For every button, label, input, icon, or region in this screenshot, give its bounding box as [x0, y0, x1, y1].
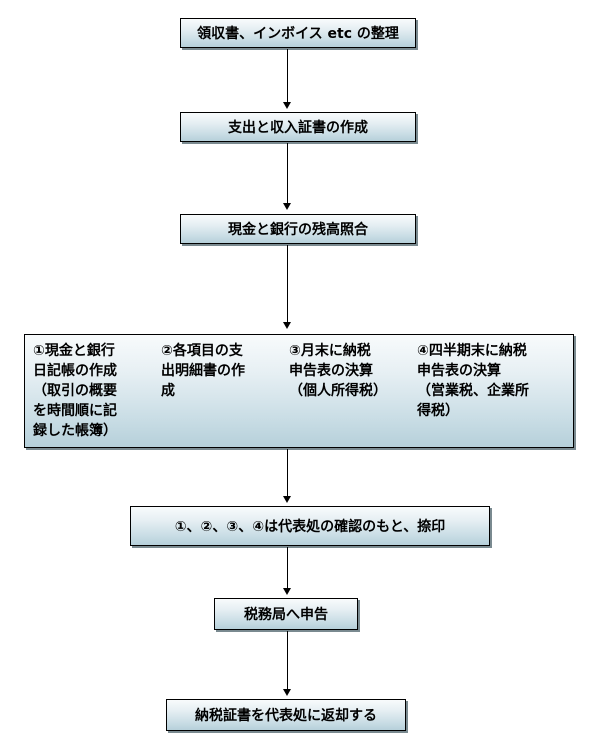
task-1-line-2: 日記帳の作成: [33, 363, 117, 379]
step-box-5: ①、②、③、④は代表処の確認のもと、捺印: [130, 506, 490, 546]
task-4-line-2: 申告表の決算: [417, 363, 501, 379]
connector-5-6: [287, 547, 288, 588]
task-3-text: ③月末に納税 申告表の決算 （個人所得税）: [289, 341, 407, 401]
step-box-3: 現金と銀行の残高照合: [180, 214, 416, 244]
task-2-line-3: 成: [161, 383, 175, 399]
arrowhead-1-2: [283, 102, 291, 109]
step-box-2: 支出と収入証書の作成: [180, 112, 416, 142]
step-box-7: 納税証書を代表処に返却する: [166, 699, 406, 731]
step-box-6: 税務局へ申告: [214, 598, 358, 630]
task-3-line-3: （個人所得税）: [289, 383, 387, 399]
step-box-1: 領収書、インボイス etc の整理: [180, 18, 416, 48]
connector-6-7: [287, 631, 288, 689]
task-4-text: ④四半期末に納税 申告表の決算 （営業税、企業所 得税）: [417, 341, 567, 421]
arrowhead-4-5: [283, 496, 291, 503]
connector-3-4: [287, 245, 288, 323]
arrowhead-6-7: [283, 689, 291, 696]
task-1-line-1: ①現金と銀行: [33, 343, 115, 359]
step-label-1: 領収書、インボイス etc の整理: [197, 26, 399, 42]
arrowhead-2-3: [283, 203, 291, 210]
step-label-5: ①、②、③、④は代表処の確認のもと、捺印: [174, 519, 446, 535]
task-3-line-1: ③月末に納税: [289, 343, 371, 359]
task-4-line-3: （営業税、企業所: [417, 383, 529, 399]
step-label-2: 支出と収入証書の作成: [228, 120, 368, 136]
step-box-4: ①現金と銀行 日記帳の作成 （取引の概要 を時間順に記 録した帳簿） ②各項目の…: [24, 334, 574, 448]
task-4-line-4: 得税）: [417, 403, 459, 419]
task-3-line-2: 申告表の決算: [289, 363, 373, 379]
step-label-3: 現金と銀行の残高照合: [228, 222, 368, 238]
task-4-line-1: ④四半期末に納税: [417, 343, 527, 359]
step-label-6: 税務局へ申告: [244, 607, 328, 623]
task-1-text: ①現金と銀行 日記帳の作成 （取引の概要 を時間順に記 録した帳簿）: [33, 341, 149, 441]
task-1-line-5: 録した帳簿）: [33, 423, 117, 439]
connector-2-3: [287, 143, 288, 203]
connector-1-2: [287, 49, 288, 102]
task-1-line-4: を時間順に記: [33, 403, 117, 419]
arrowhead-3-4: [283, 322, 291, 329]
task-2-line-2: 出明細書の作: [161, 363, 245, 379]
task-2-text: ②各項目の支 出明細書の作 成: [161, 341, 277, 401]
step-label-7: 納税証書を代表処に返却する: [195, 708, 377, 724]
task-1-line-3: （取引の概要: [33, 383, 117, 399]
arrowhead-5-6: [283, 588, 291, 595]
task-2-line-1: ②各項目の支: [161, 343, 243, 359]
connector-4-5: [287, 449, 288, 496]
